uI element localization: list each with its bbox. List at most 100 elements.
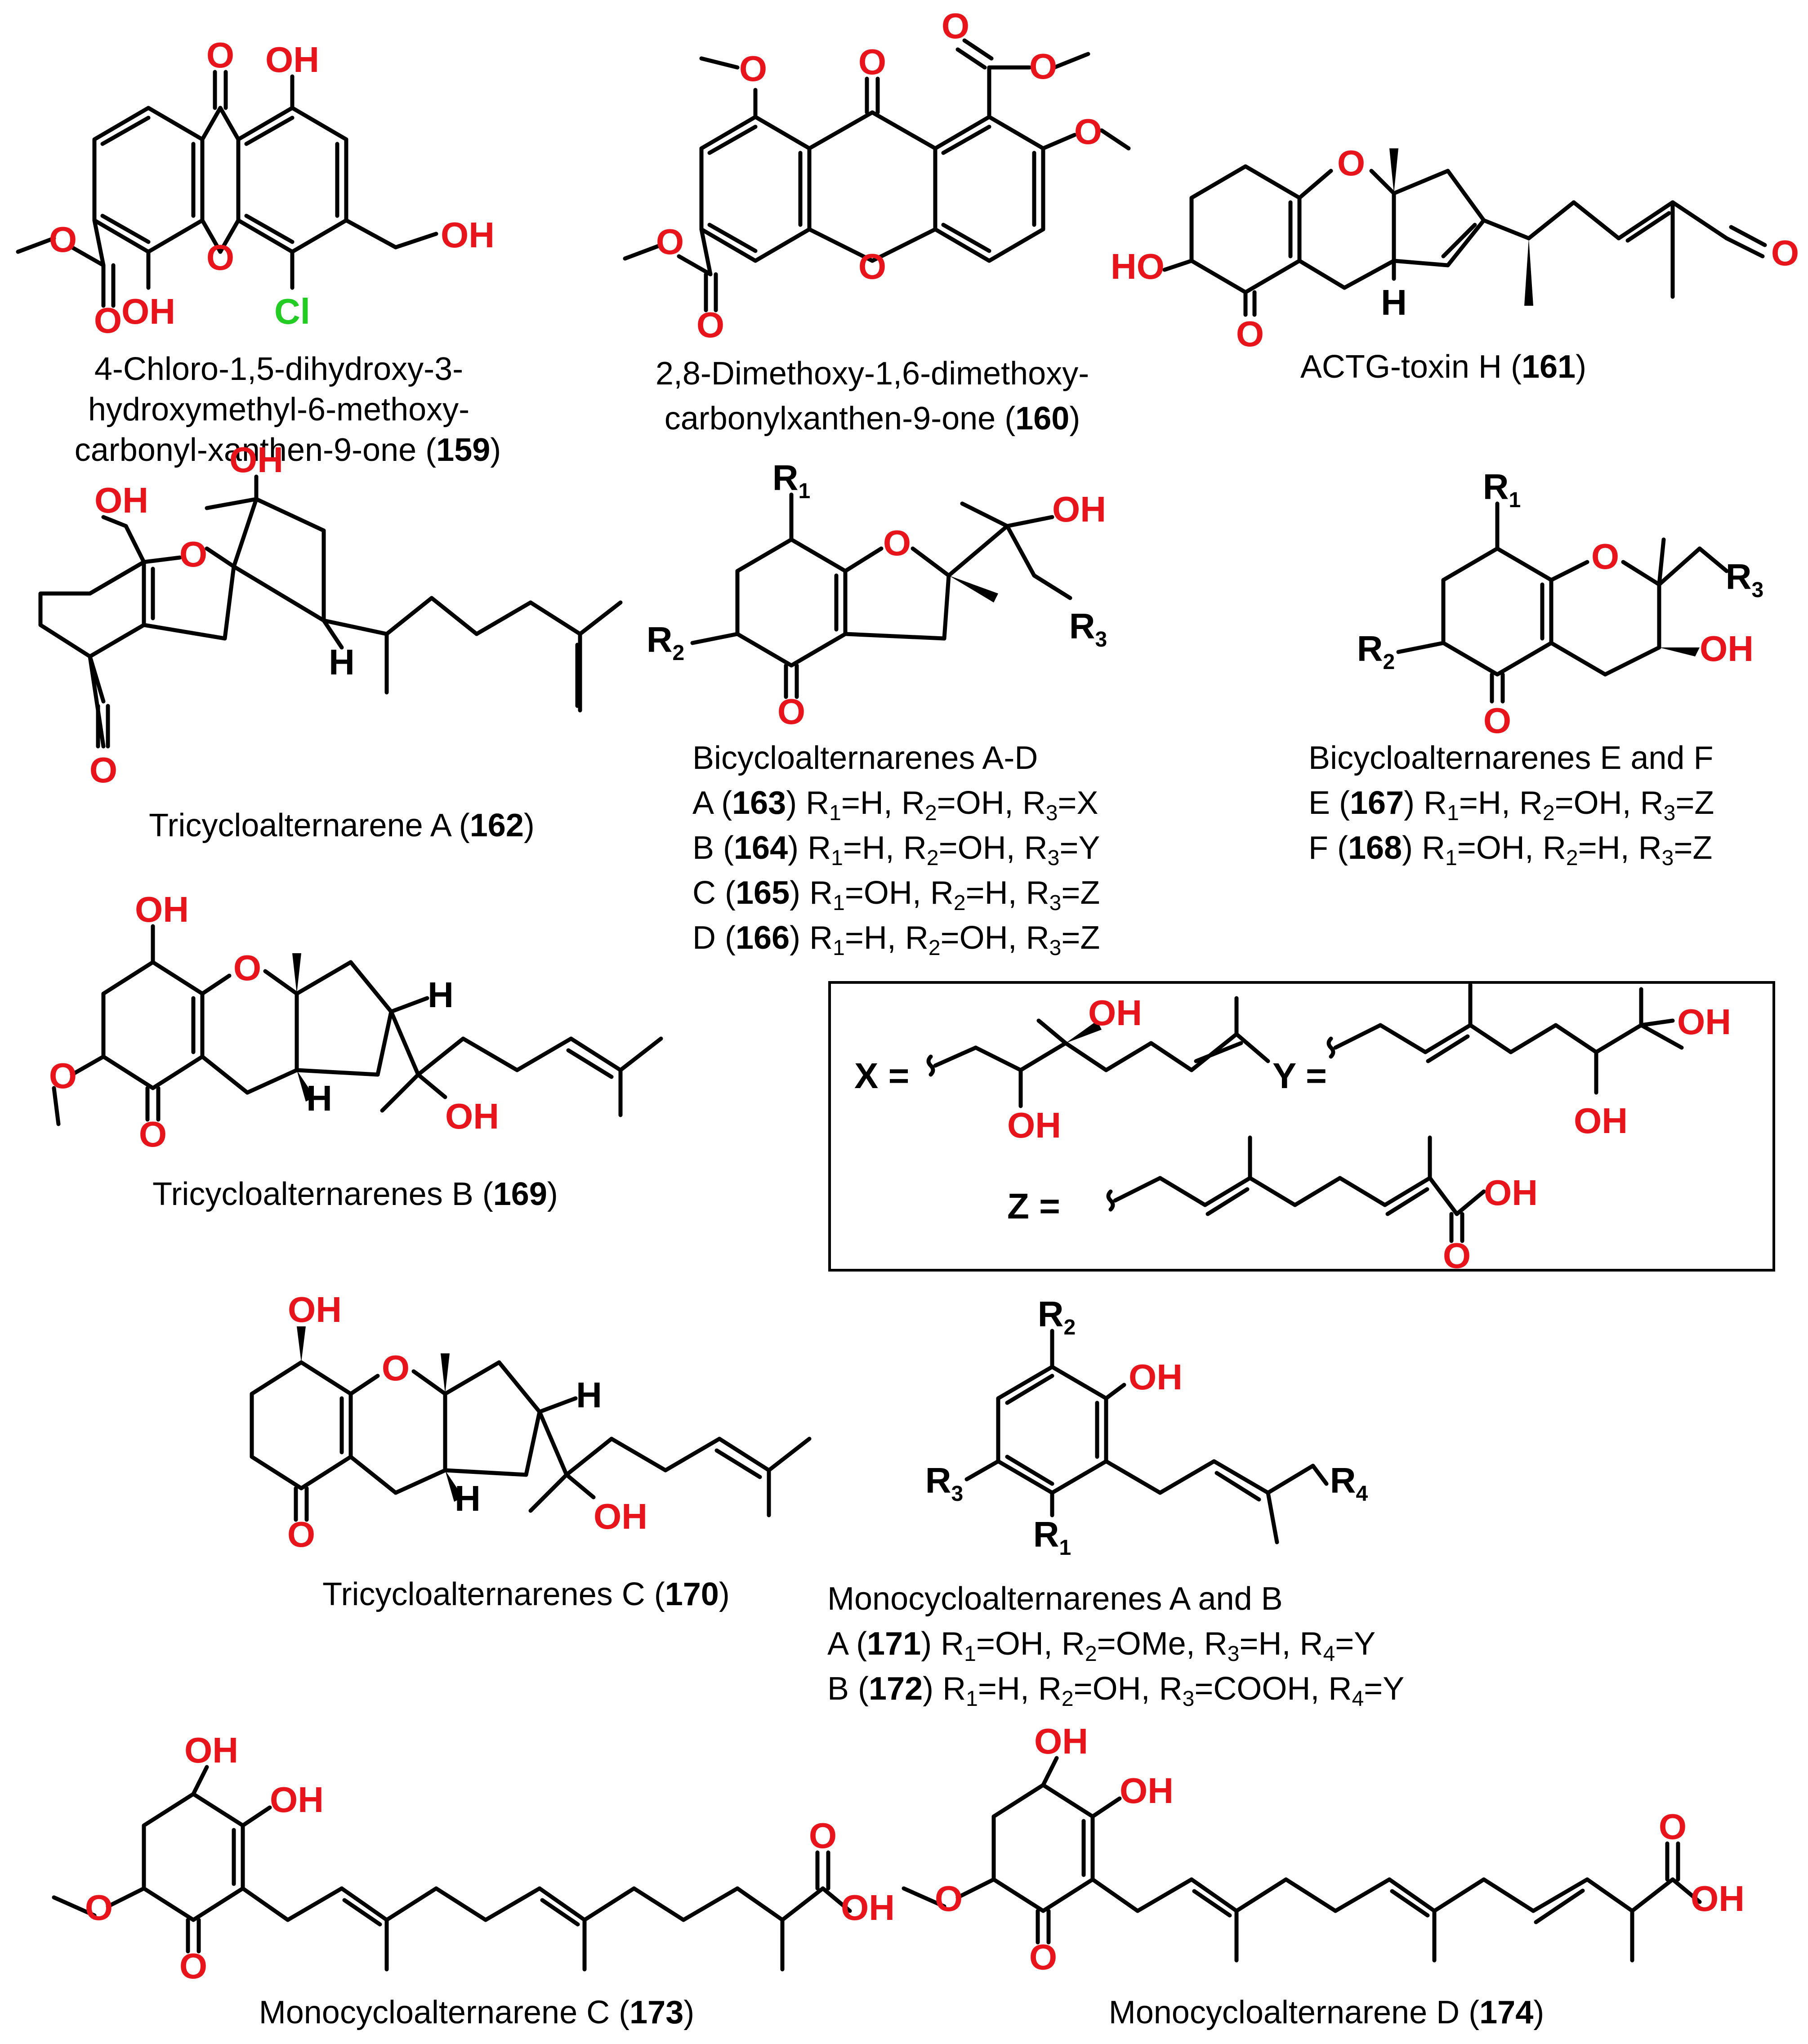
- caption-171-172-title: Monocycloalternarenes A and B: [827, 1581, 1283, 1617]
- atom-oh: OH: [1700, 629, 1754, 669]
- caption-167-168-title: Bicycloalternarenes E and F: [1308, 740, 1713, 776]
- atom-o: O: [935, 1879, 963, 1919]
- atom-h: H: [1381, 282, 1407, 322]
- atom-o: O: [49, 219, 77, 259]
- atom-o: O: [89, 750, 117, 790]
- structure-170: OH O H H O OH Tricycloalternarenes C (17…: [250, 1290, 812, 1612]
- caption-159-line3: carbonyl-xanthen-9-one (159): [75, 432, 501, 468]
- atom-cl: Cl: [274, 291, 310, 331]
- caption-160-line2: carbonylxanthen-9-one (160): [665, 401, 1080, 437]
- atom-r1: R1: [1033, 1514, 1071, 1560]
- atom-o: O: [858, 246, 886, 286]
- atom-oh: OH: [841, 1888, 895, 1928]
- atom-oh: OH: [288, 1290, 342, 1330]
- atom-o: O: [382, 1348, 410, 1388]
- atom-o: O: [1074, 112, 1102, 152]
- atom-o: O: [1771, 233, 1799, 273]
- atom-oh: OH: [1129, 1357, 1183, 1397]
- atom-o: O: [1236, 314, 1264, 354]
- structure-160: O O O O O O O O 2,8-Dimethoxy-1,6-dimeth…: [623, 6, 1131, 437]
- entry-172: B (172) R1=H, R2=OH, R3=COOH, R4=Y: [827, 1671, 1404, 1711]
- label-y: Y =: [1272, 1056, 1327, 1096]
- atom-r2: R2: [1357, 629, 1395, 674]
- atom-o: O: [1029, 1937, 1057, 1977]
- structure-161: O H O O HO ACTG-toxin H (161): [1111, 143, 1799, 385]
- atom-o: O: [883, 523, 911, 563]
- atom-o: O: [1659, 1807, 1687, 1847]
- caption-169: Tricycloalternarenes B (169): [152, 1176, 558, 1212]
- atom-o: O: [858, 42, 886, 82]
- atom-r3: R3: [1726, 557, 1763, 602]
- atom-o: O: [206, 35, 234, 75]
- atom-r3: R3: [925, 1460, 963, 1506]
- atom-o: O: [942, 6, 969, 46]
- atom-o: O: [809, 1816, 837, 1856]
- atom-o: O: [777, 692, 805, 732]
- caption-160-line1: 2,8-Dimethoxy-1,6-dimethoxy-: [656, 356, 1089, 392]
- atom-oh: OH: [445, 1096, 499, 1136]
- atom-o: O: [85, 1888, 113, 1928]
- atom-r1: R1: [772, 458, 810, 503]
- atom-o: O: [94, 300, 122, 340]
- entry-168: F (168) R1=OH, R2=H, R3=Z: [1308, 830, 1712, 870]
- atom-oh: OH: [135, 889, 189, 929]
- entry-164: B (164) R1=H, R2=OH, R3=Y: [692, 830, 1100, 870]
- structure-162: OH O OH H O Tricycloalternarene A (162): [38, 440, 623, 843]
- caption-174: Monocycloalternarene D (174): [1109, 1995, 1545, 2031]
- structure-167-168: R1 O R3 OH R2 O Bicycloalternarenes E an…: [1308, 467, 1763, 870]
- atom-oh: OH: [1034, 1721, 1088, 1761]
- atom-h: H: [428, 975, 454, 1015]
- atom-o: O: [696, 305, 724, 345]
- atom-oh: OH: [1677, 1002, 1731, 1042]
- caption-159-line1: 4-Chloro-1,5-dihydroxy-3-: [94, 351, 463, 387]
- atom-o: O: [49, 1056, 77, 1096]
- atom-o: O: [1337, 143, 1365, 183]
- atom-o: O: [656, 222, 684, 262]
- caption-173: Monocycloalternarene C (173): [259, 1995, 695, 2031]
- caption-161: ACTG-toxin H (161): [1300, 349, 1586, 385]
- atom-oh: OH: [441, 215, 495, 255]
- atom-o: O: [1443, 1236, 1471, 1276]
- caption-163-166-title: Bicycloalternarenes A-D: [692, 740, 1038, 776]
- atom-oh: OH: [229, 440, 283, 480]
- atom-oh: OH: [121, 291, 175, 331]
- caption-170: Tricycloalternarenes C (170): [322, 1576, 730, 1612]
- caption-162: Tricycloalternarene A (162): [149, 808, 535, 843]
- atom-r1: R1: [1483, 467, 1521, 512]
- atom-oh: OH: [270, 1780, 324, 1820]
- atom-h: H: [329, 642, 355, 682]
- atom-oh: OH: [594, 1496, 647, 1536]
- entry-171: A (171) R1=OH, R2=OMe, R3=H, R4=Y: [827, 1626, 1375, 1666]
- atom-r4: R4: [1330, 1460, 1368, 1506]
- atom-r3: R3: [1069, 606, 1107, 652]
- atom-r2: R2: [1038, 1294, 1076, 1339]
- atom-oh: OH: [94, 480, 148, 520]
- atom-o: O: [739, 49, 767, 89]
- atom-ho: HO: [1111, 246, 1165, 286]
- atom-o: O: [1591, 536, 1619, 576]
- label-z: Z =: [1007, 1186, 1060, 1226]
- atom-oh: OH: [1574, 1101, 1628, 1141]
- structure-159: O OH O OH OH Cl O O 4-Chloro-1,5-dihydro…: [16, 35, 501, 468]
- atom-o: O: [206, 237, 234, 277]
- atom-o: O: [179, 534, 207, 574]
- atom-oh: OH: [265, 40, 319, 80]
- structure-171-172: R2 OH R3 R1 R4 Monocycloalternarenes A a…: [827, 1294, 1404, 1711]
- atom-oh: OH: [1484, 1173, 1538, 1213]
- atom-oh: OH: [184, 1730, 238, 1770]
- structure-174: OH OH O O O OH Monocycloalternarene D (1…: [902, 1721, 1745, 2031]
- structure-173: OH OH O O O OH Monocycloalternarene C (1…: [52, 1730, 895, 2031]
- atom-o: O: [1483, 701, 1511, 741]
- structure-163-166: R1 O OH R3 R2 O Bicycloalternarenes A-D …: [647, 458, 1107, 960]
- entry-167: E (167) R1=H, R2=OH, R3=Z: [1308, 785, 1714, 825]
- structure-169: OH O H H O O OH Tricycloalternarenes B (…: [49, 889, 663, 1212]
- atom-r2: R2: [647, 620, 684, 665]
- atom-o: O: [1029, 46, 1057, 86]
- atom-o: O: [287, 1514, 315, 1554]
- atom-oh: OH: [1088, 993, 1142, 1033]
- caption-159-line2: hydroxymethyl-6-methoxy-: [88, 392, 469, 428]
- atom-o: O: [139, 1114, 167, 1154]
- atom-o: O: [233, 948, 261, 988]
